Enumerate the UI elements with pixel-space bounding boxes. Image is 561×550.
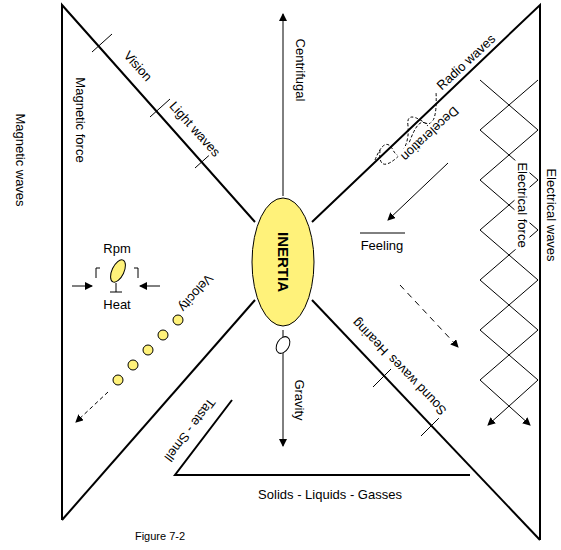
wave-label: Radio waves bbox=[432, 30, 500, 94]
wave-label: Light waves bbox=[165, 97, 225, 161]
state-label: Solids - Liquids - Gasses bbox=[256, 487, 404, 502]
force-label: Gravity bbox=[292, 377, 307, 422]
velocity-arrow bbox=[76, 392, 108, 422]
feeling-rule bbox=[360, 233, 405, 234]
symbol-label: Heat bbox=[101, 297, 132, 312]
deceleration-arrow bbox=[388, 163, 448, 220]
hourglass-outline bbox=[62, 5, 540, 540]
figure-caption: Figure 7-2 bbox=[133, 529, 187, 544]
force-label: Centrifugal bbox=[293, 37, 308, 104]
feeling-arrow bbox=[400, 285, 458, 347]
force-label: Electrical force bbox=[515, 160, 530, 249]
sense-label: Feeling bbox=[359, 238, 406, 253]
rpm-heat-symbol bbox=[72, 258, 160, 292]
force-label: Deceleration bbox=[397, 102, 464, 165]
diagonal-ticks bbox=[92, 34, 441, 436]
velocity-dots bbox=[113, 315, 183, 385]
force-label: Magnetic force bbox=[73, 75, 88, 164]
centrifugal-arrow bbox=[283, 14, 284, 196]
node-title: INERTIA bbox=[275, 232, 292, 292]
wave-label: Magnetic waves bbox=[13, 111, 28, 208]
wave-label: Electrical waves bbox=[544, 166, 559, 263]
sense-label: Vision bbox=[119, 46, 156, 85]
force-label: Velocity bbox=[174, 270, 217, 317]
inertia-ellipse: INERTIA bbox=[251, 197, 315, 327]
electrical-zigzag bbox=[480, 80, 538, 425]
sense-label: Hearing bbox=[347, 314, 392, 360]
falling-body bbox=[273, 334, 292, 356]
symbol-label: Rpm bbox=[101, 241, 132, 256]
